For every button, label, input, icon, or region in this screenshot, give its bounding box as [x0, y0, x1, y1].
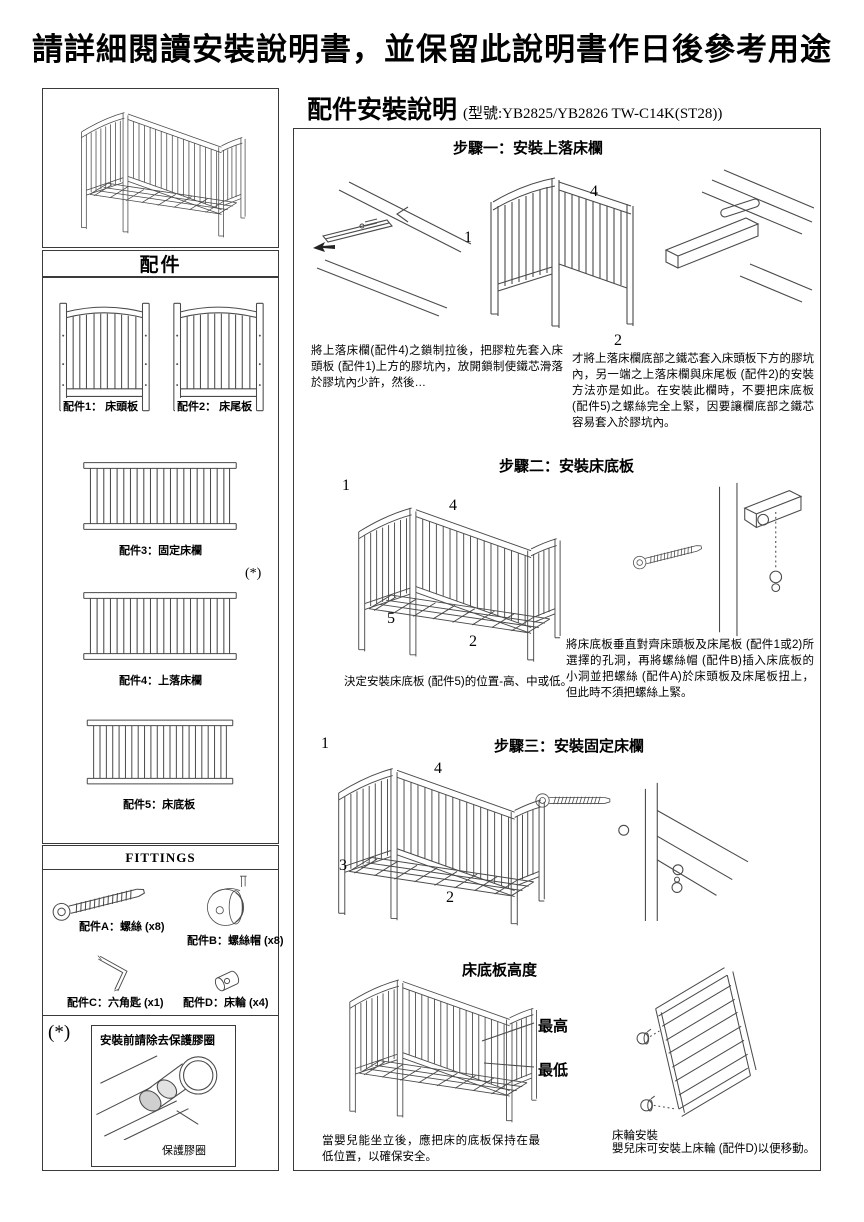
step2-detail-illustration: [631, 482, 803, 637]
step2-title: 步驟二：安裝床底板: [499, 458, 635, 475]
protect-ring-label: 保護膠圈: [160, 1142, 208, 1158]
step2-callout-5: 5: [387, 610, 395, 627]
protect-note-box: 安裝前請除去保護膠圈 保護膠圈: [91, 1025, 236, 1167]
fitting-item: [211, 968, 243, 994]
part-label: 配件1： 床頭板: [61, 398, 141, 414]
step1-callout-4: 4: [590, 183, 598, 200]
step1-callout-2: 2: [614, 332, 622, 349]
model-number: (型號:YB2825/YB2826 TW-C14K(ST28)): [463, 106, 723, 122]
part-label: 配件5：床底板: [121, 796, 198, 812]
fitting-label: 配件A：螺絲 (x8): [79, 921, 165, 933]
fitting-label: 配件C：六角匙 (x1): [67, 997, 164, 1009]
part-label: 配件4：上落床欄: [117, 672, 205, 688]
note-section: (*) 安裝前請除去保護膠圈 保護膠圈: [42, 1015, 279, 1171]
protect-tube-illustration: [96, 1055, 218, 1140]
fitting-item: [195, 874, 259, 932]
step3-callout-2: 2: [446, 889, 454, 906]
page-title: 請詳細閱讀安裝說明書，並保留此說明書作日後參考用途: [32, 32, 832, 67]
parts-box: 配件1： 床頭板 配件2： 床尾板 配件3：固定床欄 (*) 配件4：上落床欄 …: [42, 277, 279, 844]
fittings-box: 配件A：螺絲 (x8) 配件B：螺絲帽 (x8) 配件C：六角匙 (x1) 配件…: [42, 869, 284, 1016]
fitting-item: [91, 952, 143, 996]
protect-note-title: 安裝前請除去保護膠圈: [100, 1035, 215, 1047]
step1-text-left: 將上落床欄(配件4)之鎖制拉後，把膠粒先套入床頭板 (配件1)上方的膠坑內，放開…: [311, 345, 563, 389]
section-heading: 配件安裝說明 (型號:YB2825/YB2826 TW-C14K(ST28)): [307, 90, 722, 126]
part-label: 配件3：固定床欄: [117, 542, 205, 558]
barrel-nut-illustration: [212, 969, 242, 993]
step3-callout-1: 1: [321, 735, 329, 752]
step1-beam-illustration: [664, 169, 814, 303]
fittings-header-box: FITTINGS: [42, 845, 279, 870]
caster-illustration: [207, 875, 247, 926]
allen-key-illustration: [91, 952, 143, 996]
step3-detail-illustration: [532, 776, 749, 922]
part-item: 配件4：上落床欄: [79, 584, 241, 688]
part-item: 配件3：固定床欄: [79, 454, 241, 558]
caster-install-note: 嬰兒床可安裝上床輪 (配件D)以便移動。: [612, 1143, 816, 1155]
caster-frame-illustration: [636, 967, 757, 1117]
step2-text-right: 將床底板垂直對齊床頭板及床尾板 (配件1或2)所選擇的孔洞，再將螺絲帽 (配件B…: [566, 639, 814, 699]
caster-install-title: 床輪安裝: [612, 1130, 658, 1142]
part-label: 配件2： 床尾板: [175, 398, 255, 414]
step2-callout-4: 4: [449, 497, 457, 514]
fitting-label: 配件B：螺絲帽 (x8): [187, 935, 284, 947]
step1-latch-illustration: [313, 181, 472, 317]
height-title: 床底板高度: [462, 962, 538, 979]
part-item: 配件1： 床頭板: [57, 292, 152, 424]
step2-caption: 決定安裝床底板 (配件5)的位置-高、中或低。: [344, 676, 573, 688]
step3-callout-3: 3: [339, 857, 347, 874]
overview-box: [42, 88, 279, 248]
label-lowest: 最低: [538, 1062, 569, 1079]
step1-corner-illustration: [490, 177, 634, 328]
base-board-illustration: [86, 719, 234, 785]
drop-rail-illustration: [83, 592, 237, 660]
parts-header-box: 配件: [42, 250, 279, 277]
step3-title: 步驟三：安裝固定床欄: [494, 738, 645, 755]
step3-callout-4: 4: [434, 760, 442, 777]
sidebar: 配件 配件1： 床頭板 配件2： 床尾板 配件3：固定床欄 (*) 配件4：: [42, 88, 284, 1171]
fittings-header: FITTINGS: [125, 849, 196, 865]
part4-asterisk: (*): [243, 566, 264, 582]
height-leader-lines: [481, 1022, 535, 1068]
fitting-label: 配件D：床輪 (x4): [183, 997, 269, 1009]
label-highest: 最高: [538, 1018, 569, 1035]
step1-title: 步驟一：安裝上落床欄: [452, 140, 603, 157]
crib-overview-illustration: [81, 112, 246, 238]
asterisk-mark: (*): [48, 1022, 71, 1043]
main-instruction-box: 步驟一：安裝上落床欄 1 4 2: [293, 128, 821, 1171]
height-note: 當嬰兒能坐立後，應把床的底板保持在最低位置，以確保安全。: [322, 1135, 540, 1163]
part-item: 配件2： 床尾板: [171, 292, 266, 424]
parts-header: 配件: [139, 255, 182, 276]
step2-callout-1: 1: [342, 477, 350, 494]
section-title: 配件安裝說明: [307, 96, 458, 124]
fixed-rail-illustration: [83, 462, 237, 530]
step1-text-right: 才將上落床欄底部之鐵芯套入床頭板下方的膠坑內，另一端之上落床欄與床尾板 (配件2…: [572, 353, 814, 429]
step2-callout-2: 2: [469, 633, 477, 650]
part-item: 配件5：床底板: [79, 712, 241, 812]
step1-callout-1: 1: [464, 229, 472, 246]
